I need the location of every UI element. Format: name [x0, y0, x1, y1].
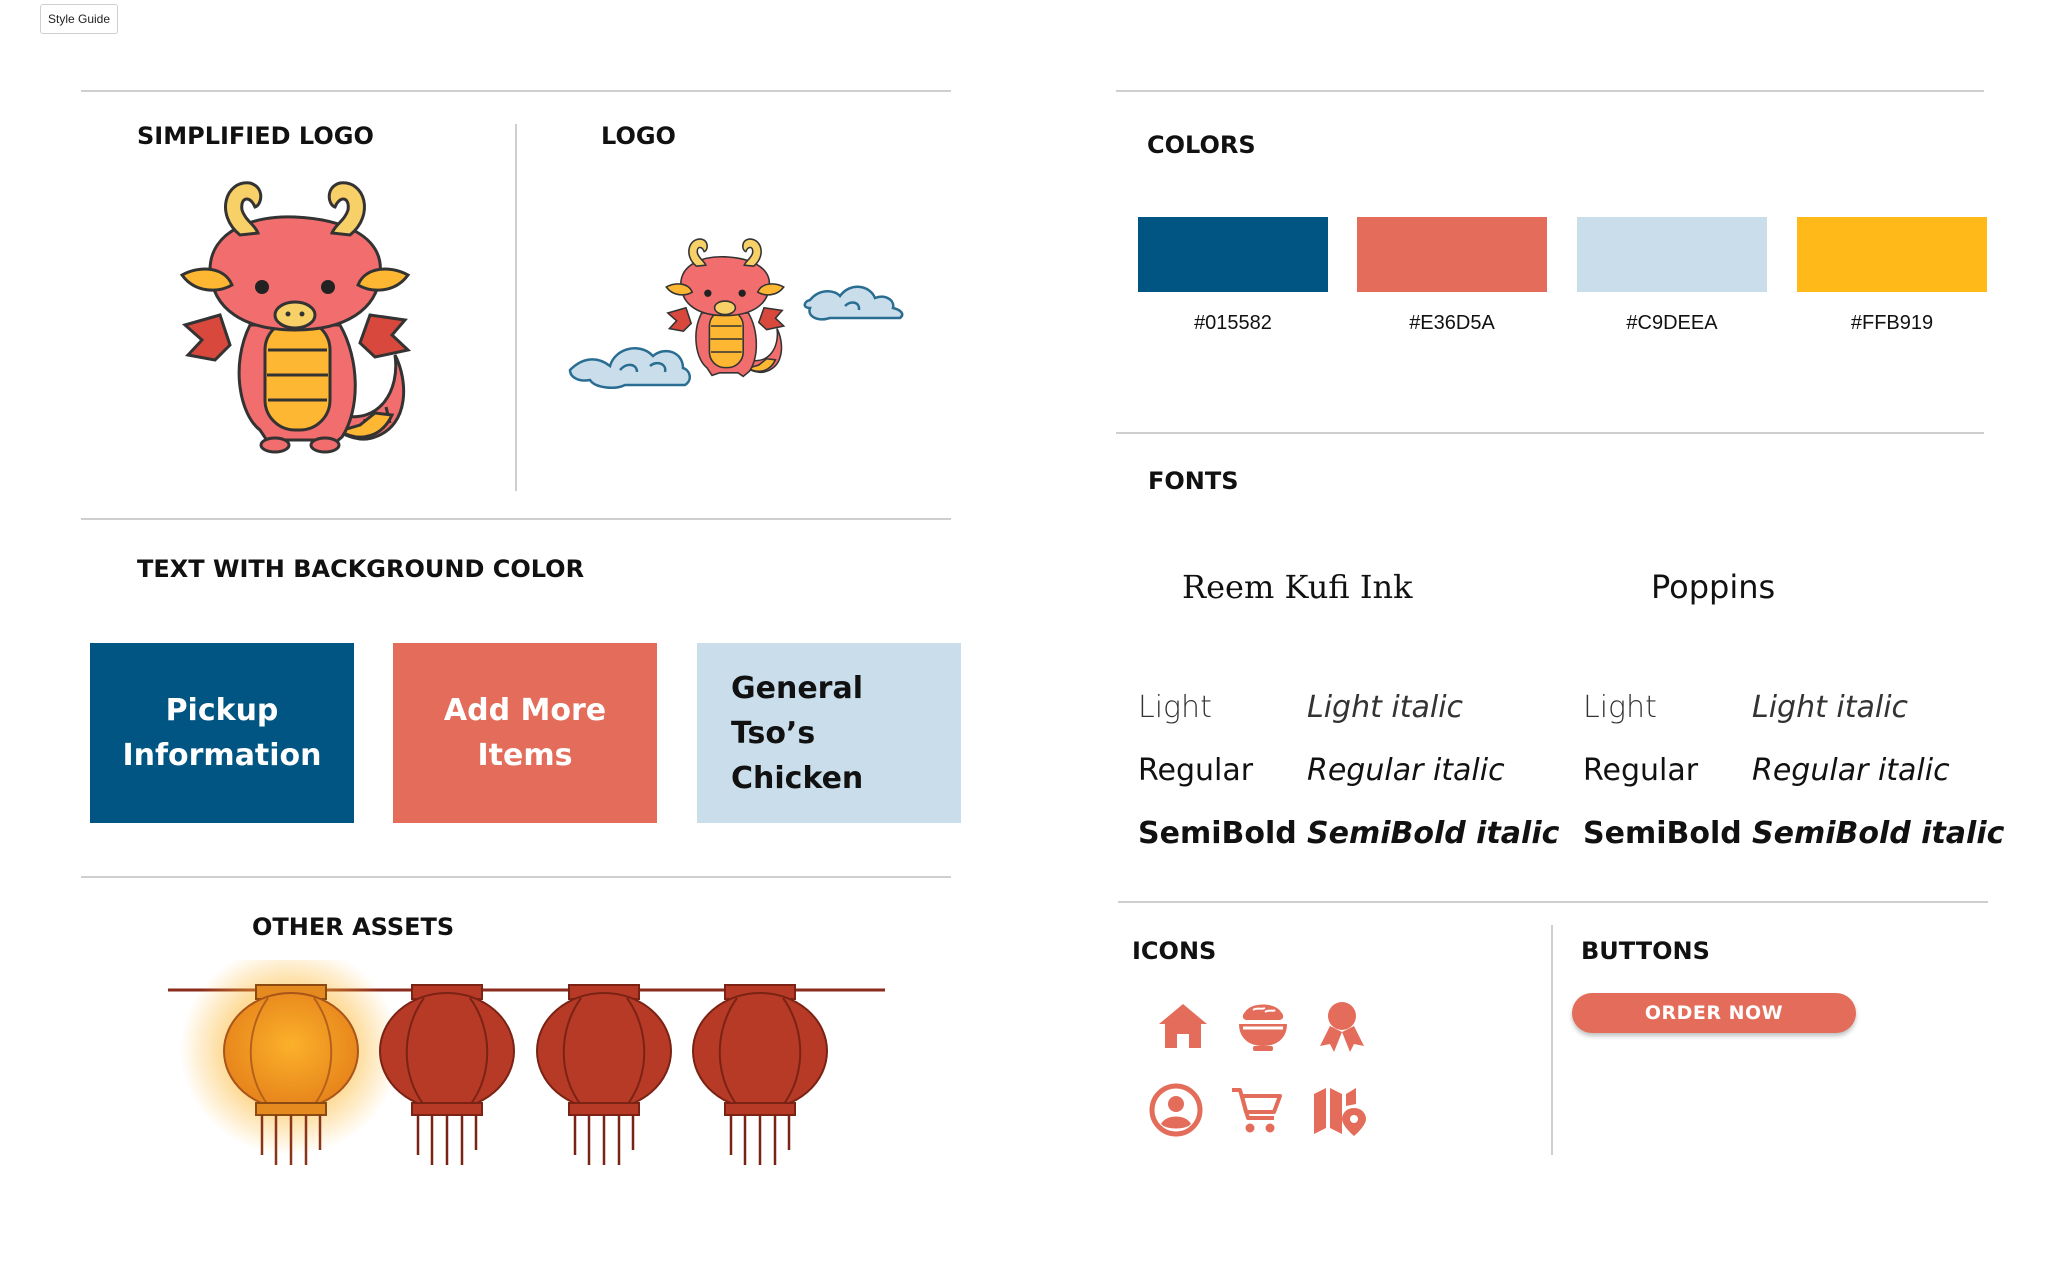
- font-weight-regular-italic: Regular italic: [1752, 753, 1950, 788]
- frame-tag[interactable]: Style Guide: [40, 4, 119, 34]
- simplified-dragon-logo: [179, 181, 412, 454]
- divider: [1116, 432, 1984, 434]
- color-swatch: [1138, 217, 1328, 292]
- shopping-cart-icon: [1232, 1088, 1282, 1133]
- font-weight-regular: Regular: [1583, 753, 1699, 788]
- font-weight-semibold-italic: SemiBold italic: [1307, 816, 1560, 851]
- lantern-string-illustration: [168, 960, 885, 1165]
- font-weight-light-italic: Light italic: [1752, 690, 1909, 725]
- color-hex-label: #015582: [1194, 312, 1272, 334]
- section-title-other-assets: OTHER ASSETS: [252, 913, 455, 941]
- section-title-icons: ICONS: [1132, 937, 1217, 965]
- section-title-simplified-logo: SIMPLIFIED LOGO: [137, 122, 374, 150]
- text-sample-line: General Tso’s: [731, 670, 863, 751]
- font-weight-semibold-italic: SemiBold italic: [1752, 816, 2005, 851]
- divider-vertical: [515, 124, 517, 491]
- color-swatch: [1797, 217, 1987, 292]
- divider: [81, 518, 951, 520]
- text-sample-line: Pickup: [165, 693, 279, 728]
- color-hex-label: #E36D5A: [1409, 312, 1495, 334]
- home-icon: [1159, 1004, 1207, 1048]
- section-title-buttons: BUTTONS: [1581, 937, 1710, 965]
- font-family-poppins: Poppins: [1651, 568, 1776, 606]
- color-swatch: [1577, 217, 1767, 292]
- map-pin-icon: [1314, 1088, 1366, 1136]
- section-title-logo: LOGO: [601, 122, 676, 150]
- font-weight-semibold: SemiBold: [1138, 816, 1297, 851]
- color-hex-label: #FFB919: [1850, 312, 1934, 334]
- lantern-lit: [223, 984, 359, 1165]
- divider: [81, 876, 951, 878]
- font-weight-light: Light: [1138, 690, 1212, 725]
- color-swatch: [1357, 217, 1547, 292]
- text-sample-line: Chicken: [731, 760, 864, 796]
- font-weight-regular-italic: Regular italic: [1307, 753, 1505, 788]
- dragon-logo-with-clouds: [568, 238, 904, 389]
- award-ribbon-icon: [1320, 1002, 1364, 1052]
- order-now-button[interactable]: ORDER NOW: [1572, 993, 1856, 1033]
- font-weight-light-italic: Light italic: [1307, 690, 1464, 725]
- account-circle-icon: [1149, 1083, 1203, 1137]
- divider: [1116, 90, 1984, 92]
- font-weight-light: Light: [1583, 690, 1657, 725]
- font-family-reem-kufi-ink: Reem Kufi Ink: [1182, 568, 1413, 606]
- divider: [81, 90, 951, 92]
- section-title-text-bg: TEXT WITH BACKGROUND COLOR: [137, 555, 585, 583]
- section-title-colors: COLORS: [1147, 131, 1256, 159]
- color-hex-label: #C9DEEA: [1626, 312, 1718, 334]
- font-weight-semibold: SemiBold: [1583, 816, 1742, 851]
- text-sample-line: Information: [122, 738, 322, 773]
- food-bowl-icon: [1239, 1004, 1287, 1051]
- text-sample-line: Items: [477, 738, 573, 773]
- section-title-fonts: FONTS: [1148, 467, 1239, 495]
- text-sample-line: Add More: [443, 693, 607, 728]
- divider: [1118, 901, 1988, 903]
- divider-vertical: [1551, 925, 1553, 1155]
- font-weight-regular: Regular: [1138, 753, 1254, 788]
